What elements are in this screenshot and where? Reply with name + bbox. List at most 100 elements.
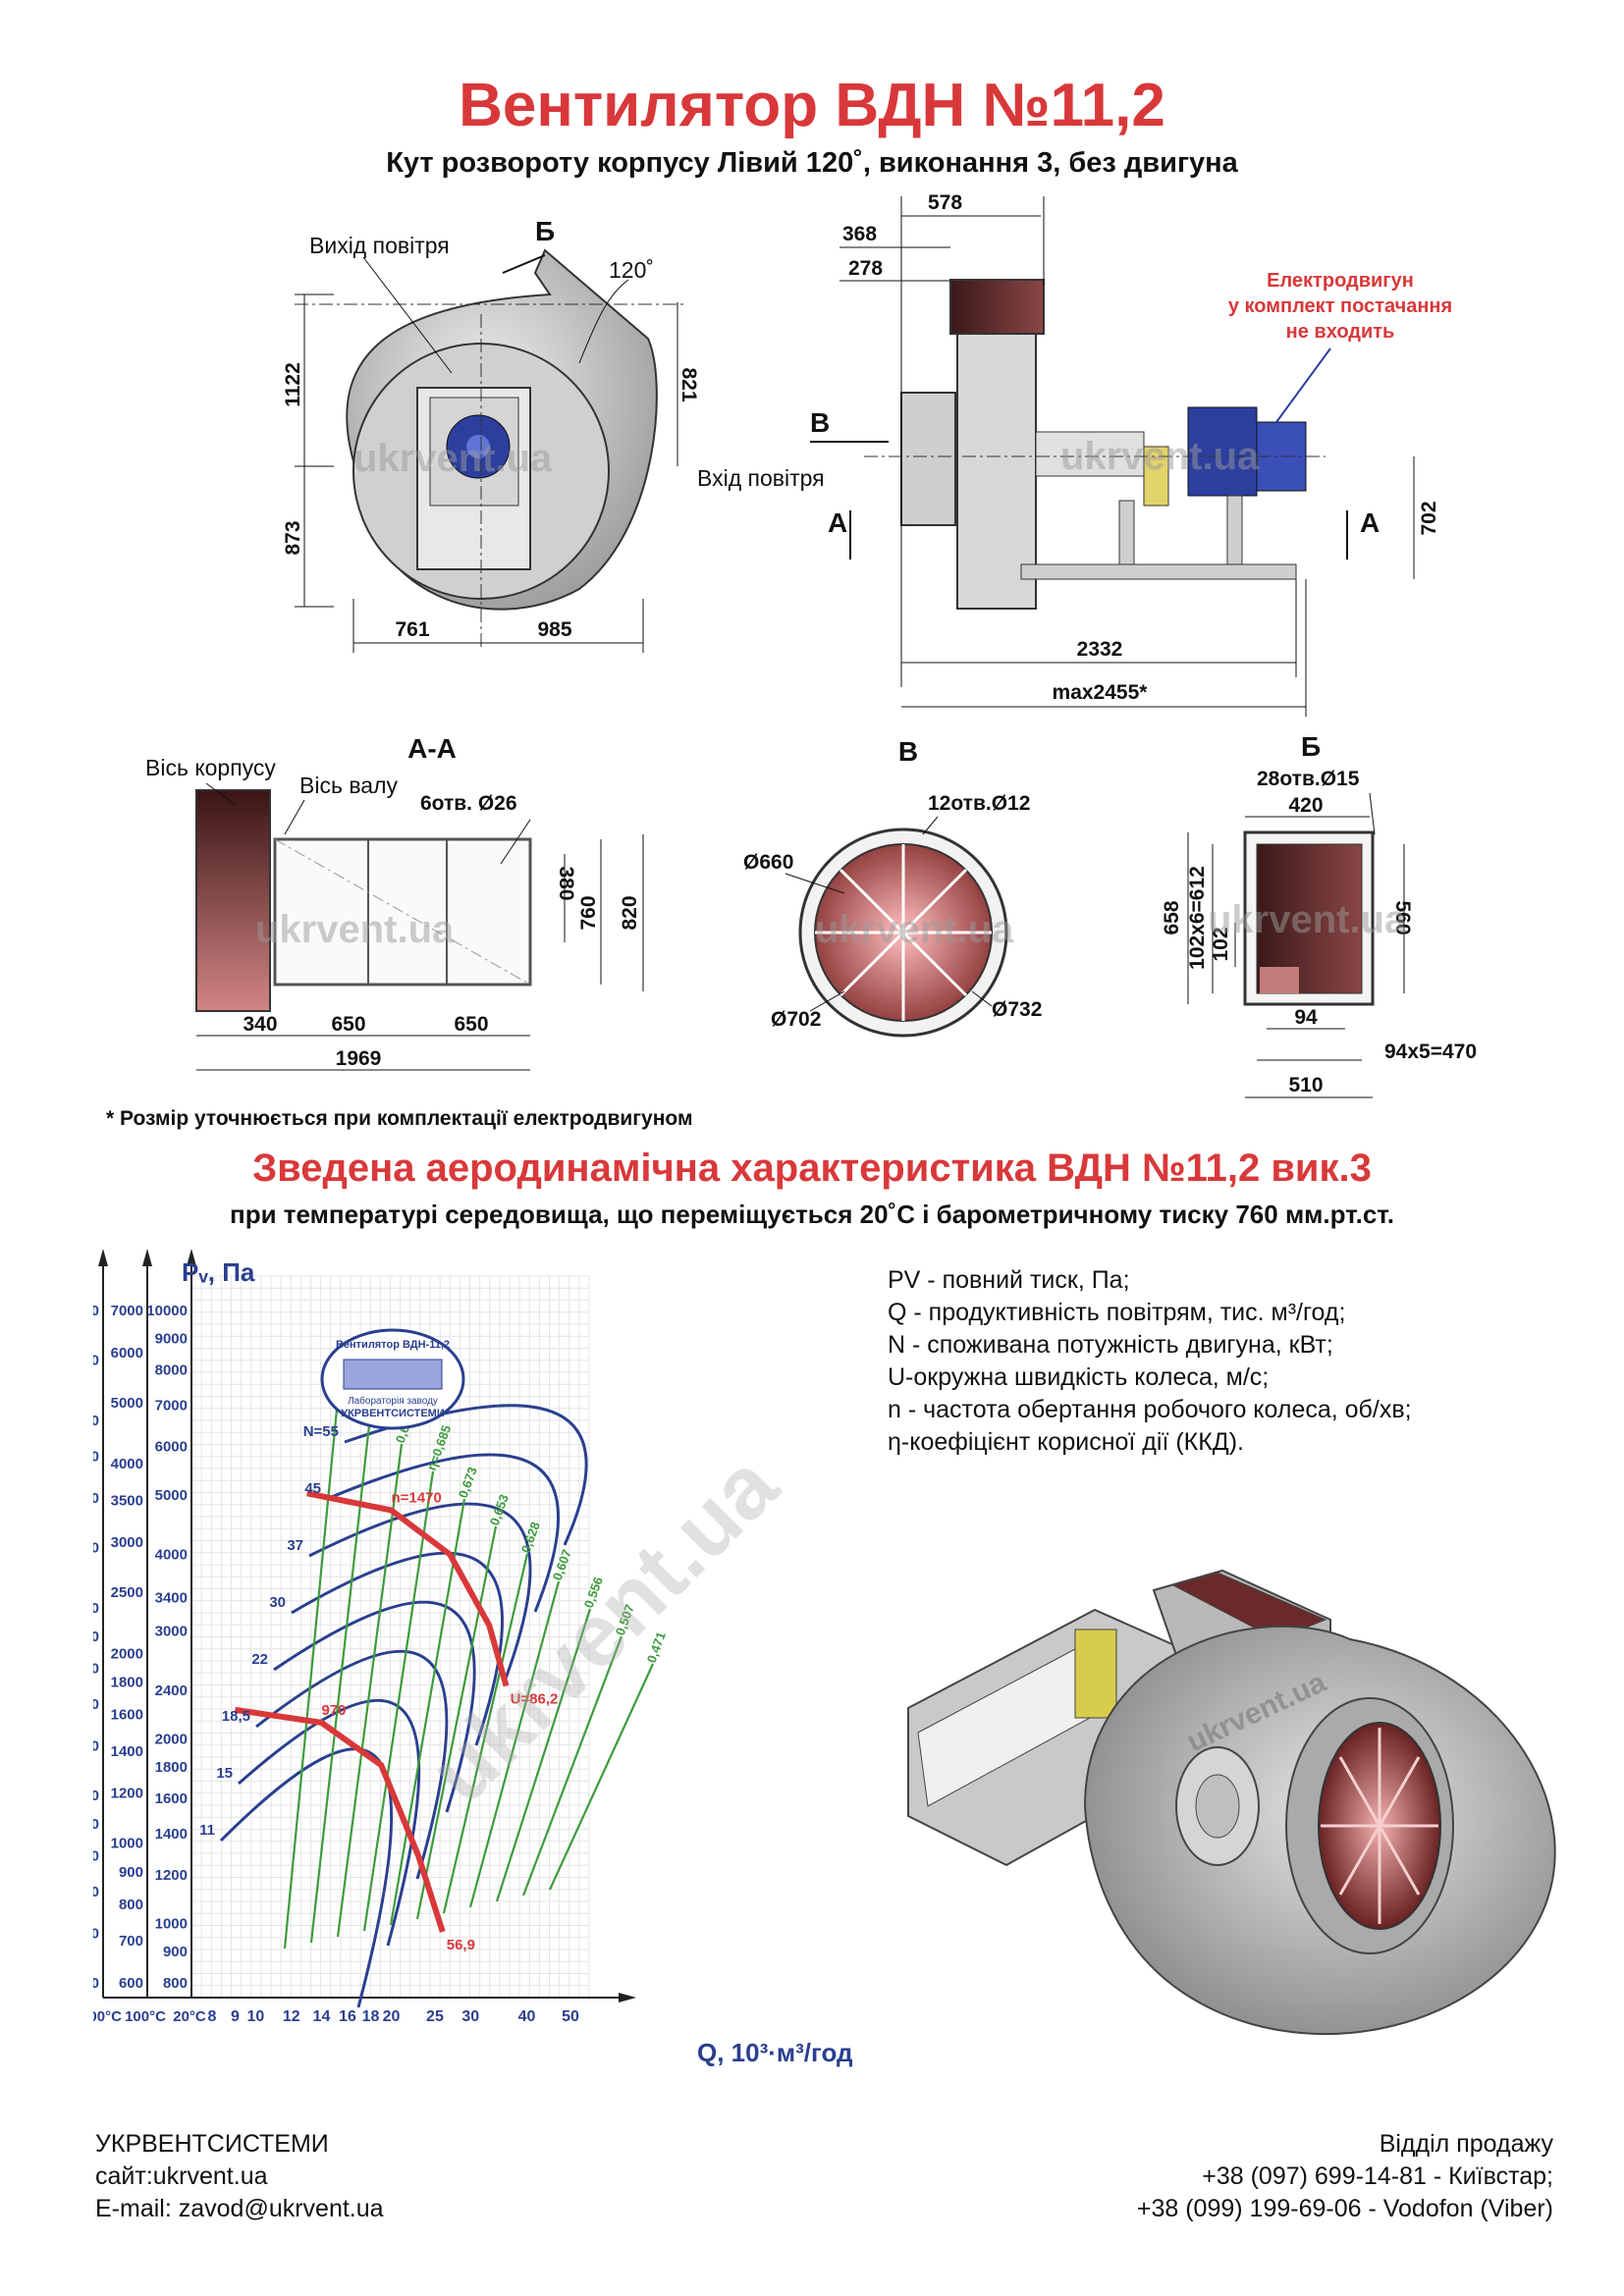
dim-380: 380 bbox=[555, 866, 577, 900]
front-view: 1122 873 821 761 985 Вихід повітря Б 120… bbox=[282, 216, 700, 653]
company-email[interactable]: E-mail: zavod@ukrvent.ua bbox=[95, 2195, 384, 2222]
y-tick-200c: 800 bbox=[93, 1847, 99, 1864]
y-tick-20c: 5000 bbox=[155, 1487, 188, 1504]
section-v: В 12отв.Ø12 Ø660 Ø702 Ø732 bbox=[743, 736, 1042, 1038]
dim-420: 420 bbox=[1288, 794, 1323, 817]
aero-subtitle: при температурі середовища, що переміщує… bbox=[230, 1200, 1394, 1229]
section-b-title: Б bbox=[1301, 731, 1321, 762]
y-tick-200c: 3000 bbox=[93, 1490, 99, 1507]
power-label: 45 bbox=[304, 1480, 321, 1497]
power-label: 22 bbox=[251, 1651, 268, 1668]
x-axis-title: Q, 10³·м³/год bbox=[697, 2038, 853, 2067]
x-tick: 9 bbox=[231, 2008, 240, 2025]
y-tick-200c: 700 bbox=[93, 1884, 99, 1900]
dim-612: 102x6=612 bbox=[1186, 866, 1209, 970]
efficiency-line bbox=[362, 1470, 435, 1932]
y-axis-arrow bbox=[187, 1249, 196, 1266]
drawing-watermarks: ukrvent.ua ukrvent.ua ukrvent.ua ukrvent… bbox=[255, 435, 1407, 951]
holes-aa: 6отв. Ø26 bbox=[420, 792, 517, 815]
y-tick-100c: 1600 bbox=[111, 1707, 143, 1724]
angle-label: 120˚ bbox=[609, 257, 654, 283]
power-label: 37 bbox=[287, 1537, 303, 1554]
speed-curve bbox=[306, 1490, 510, 1687]
motor-note-2: у комплект постачання bbox=[1228, 295, 1452, 317]
power-curve bbox=[219, 1747, 394, 2008]
y-tick-20c: 900 bbox=[163, 1944, 188, 1960]
power-curve bbox=[326, 1453, 560, 1613]
efficiency-line bbox=[495, 1608, 592, 1902]
y-tick-100c: 3500 bbox=[111, 1492, 143, 1509]
footnote: * Розмір уточнюється при комплектації ел… bbox=[106, 1107, 693, 1130]
y-tick-100c: 1200 bbox=[111, 1786, 143, 1802]
y-tick-20c: 1600 bbox=[155, 1790, 188, 1807]
power-label: 15 bbox=[216, 1765, 233, 1782]
efficiency-line bbox=[521, 1635, 623, 1896]
watermark-v: ukrvent.ua bbox=[815, 908, 1014, 951]
x-tick: 20 bbox=[383, 2008, 401, 2025]
dim-760: 760 bbox=[577, 895, 600, 930]
velocity-label: 56,9 bbox=[447, 1937, 475, 1953]
y-tick-200c: 2000 bbox=[93, 1600, 99, 1617]
fan-3d-render: ukrvent.ua bbox=[907, 1569, 1556, 2036]
power-curve bbox=[291, 1551, 505, 1746]
dim-560: 560 bbox=[1391, 900, 1414, 934]
y-axis-arrow bbox=[142, 1249, 152, 1266]
y-axis-title: Pᵥ, Па bbox=[182, 1257, 255, 1287]
technical-drawings: 1122 873 821 761 985 Вихід повітря Б 120… bbox=[145, 191, 1477, 1098]
dim-470: 94x5=470 bbox=[1384, 1041, 1477, 1063]
sales-phone-1[interactable]: +38 (097) 699-14-81 - Київстар; bbox=[1202, 2163, 1553, 2190]
y-tick-20c: 6000 bbox=[155, 1439, 188, 1456]
y-tick-200c: 6000 bbox=[93, 1303, 99, 1319]
power-curve bbox=[238, 1698, 421, 1947]
dim-102: 102 bbox=[1210, 927, 1232, 961]
dim-578: 578 bbox=[928, 191, 962, 214]
x-tick: 50 bbox=[562, 2008, 579, 2025]
dia-732: Ø732 bbox=[992, 998, 1042, 1021]
x-temp-label: 100°C bbox=[125, 2008, 166, 2025]
y-tick-100c: 6000 bbox=[111, 1345, 143, 1362]
efficiency-line bbox=[442, 1553, 529, 1914]
page-title: Вентилятор ВДН №11,2 bbox=[459, 72, 1165, 139]
dim-820: 820 bbox=[619, 895, 641, 930]
power-label: N=55 bbox=[303, 1423, 339, 1440]
footer-company: УКРВЕНТСИСТЕМИ сайт:ukrvent.ua E-mail: z… bbox=[95, 2128, 384, 2225]
company-site[interactable]: сайт:ukrvent.ua bbox=[95, 2163, 268, 2190]
sales-phone-2[interactable]: +38 (099) 199-69-06 - Vodofon (Viber) bbox=[1136, 2195, 1553, 2222]
stamp-line-3: УКРВЕНТСИСТЕМИ bbox=[341, 1408, 445, 1419]
x-temp-label: 20°C bbox=[173, 2008, 206, 2025]
y-tick-100c: 2000 bbox=[111, 1645, 143, 1662]
outlet-label: Вихід повітря bbox=[309, 233, 450, 258]
dim-max2455: max2455* bbox=[1053, 681, 1149, 704]
y-tick-200c: 1800 bbox=[93, 1629, 99, 1645]
inlet-label: Вхід повітря bbox=[697, 465, 825, 491]
aero-title: Зведена аеродинамічна характеристика ВДН… bbox=[252, 1147, 1372, 1190]
y-tick-100c: 800 bbox=[119, 1896, 143, 1913]
efficiency-label: 0,653 bbox=[487, 1492, 512, 1527]
y-tick-20c: 1000 bbox=[155, 1915, 188, 1932]
y-tick-100c: 700 bbox=[119, 1933, 143, 1949]
y-tick-20c: 1800 bbox=[155, 1759, 188, 1776]
y-tick-200c: 3500 bbox=[93, 1449, 99, 1466]
y-tick-100c: 2500 bbox=[111, 1584, 143, 1601]
power-curve bbox=[273, 1600, 476, 1813]
section-aa-title: А-А bbox=[407, 733, 457, 764]
dim-873: 873 bbox=[282, 520, 304, 555]
motor-note-1: Електродвигун bbox=[1267, 270, 1414, 292]
chart-curves bbox=[219, 1388, 655, 2008]
dim-658: 658 bbox=[1161, 900, 1183, 934]
x-tick: 40 bbox=[518, 2008, 536, 2025]
mark-a-left: А bbox=[828, 507, 847, 538]
dim-821: 821 bbox=[677, 367, 700, 401]
y-tick-100c: 600 bbox=[119, 1975, 143, 1992]
y-tick-200c: 1200 bbox=[93, 1738, 99, 1755]
efficiency-line bbox=[548, 1663, 655, 1891]
page-subtitle: Кут розвороту корпусу Лівий 120˚, викона… bbox=[386, 147, 1238, 179]
power-label: 18,5 bbox=[222, 1708, 250, 1725]
aero-chart: 6000500040003500300025002000180016001400… bbox=[93, 1249, 853, 2067]
y-tick-20c: 9000 bbox=[155, 1331, 188, 1348]
holes-b: 28отв.Ø15 bbox=[1257, 768, 1360, 790]
x-tick: 14 bbox=[313, 2008, 331, 2025]
motor-note-3: не входить bbox=[1286, 321, 1395, 343]
speed-label: n=1470 bbox=[392, 1489, 442, 1506]
section-mark-b: Б bbox=[535, 216, 555, 246]
